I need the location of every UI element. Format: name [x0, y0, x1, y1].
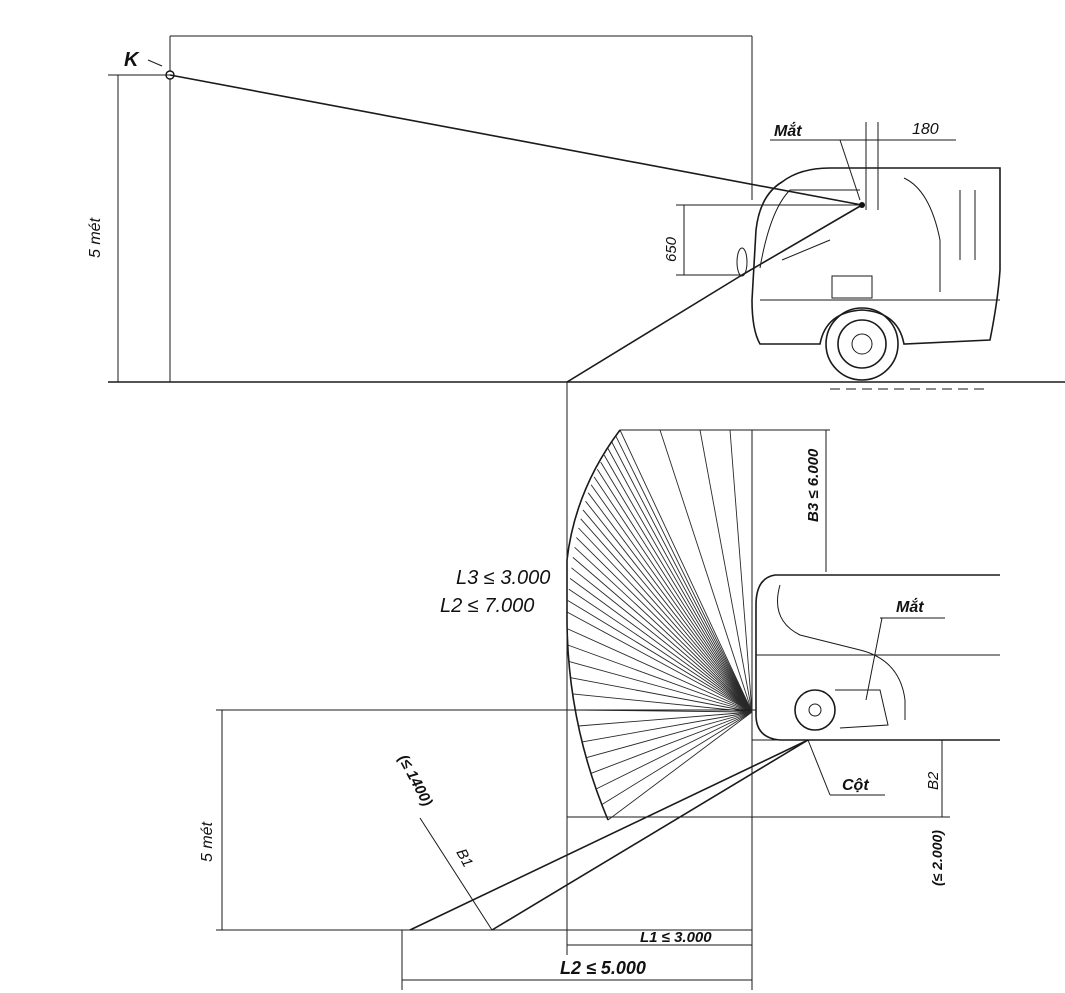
vehicle-plan-outline — [755, 574, 1000, 741]
eye-plan-label: Mắt — [896, 597, 924, 616]
fan-sight-line — [568, 588, 753, 713]
wheel-outer — [825, 307, 899, 381]
b1-limit-label: (≤ 1400) — [394, 752, 435, 809]
l1-label: L1 ≤ 3.000 — [640, 929, 712, 946]
fan-sight-line — [582, 711, 753, 743]
column-label: Cột — [842, 777, 869, 794]
fan-sight-line — [600, 461, 753, 713]
fan-outer-arc — [566, 429, 621, 821]
fan-sight-line — [566, 628, 753, 713]
fan-sight-line — [607, 711, 753, 821]
fan-sight-line — [571, 567, 753, 713]
fan-sight-line — [585, 500, 753, 713]
mirror — [736, 247, 748, 277]
fan-sight-line — [572, 557, 753, 713]
plan-view: B3 ≤ 6.000 L3 ≤ 3.000 L2 ≤ 7.000 Mắt Cột… — [199, 382, 1000, 990]
column-leader — [807, 739, 831, 796]
fan-sight-line — [593, 476, 753, 713]
fan-sight-line — [578, 527, 753, 713]
fan-sight-line — [601, 711, 753, 805]
l3-plan-label: L3 ≤ 3.000 — [456, 567, 550, 589]
seat — [831, 275, 873, 299]
b3-label: B3 ≤ 6.000 — [805, 448, 822, 522]
ray-1 — [409, 739, 809, 931]
l2-bottom-label: L2 ≤ 5.000 — [560, 958, 646, 978]
dim-180-label: 180 — [912, 121, 939, 138]
fan-sight-line — [569, 578, 753, 713]
driver-seat — [835, 689, 889, 729]
sight-line-ground — [566, 274, 743, 383]
b2-label: B2 — [925, 771, 942, 790]
rear-cabin-curve — [903, 177, 941, 292]
vehicle-side — [736, 167, 1001, 381]
fan-sight-line — [603, 454, 753, 713]
windshield — [759, 189, 860, 269]
fan-sight-line — [572, 693, 753, 713]
wheel-hub — [851, 333, 873, 355]
eye-point-side — [859, 202, 865, 208]
sight-line-k — [169, 74, 863, 206]
vehicle-body — [751, 167, 1001, 345]
l2-plan-label: L2 ≤ 7.000 — [440, 595, 534, 617]
fan-sight-line — [590, 711, 753, 774]
fan-sight-line — [659, 429, 753, 713]
fan-sight-line — [615, 435, 753, 713]
b1-dim-line — [419, 817, 493, 931]
vehicle-plan: Mắt — [755, 574, 1000, 741]
steering-column — [781, 239, 831, 261]
fan-sight-line — [567, 644, 753, 713]
fan-sight-line — [578, 711, 753, 727]
ray-2 — [491, 739, 809, 931]
k-label: K — [124, 49, 140, 71]
fan-sight-line — [699, 429, 753, 713]
fan-sight-line — [596, 469, 753, 713]
top-height-label: 5 mét — [87, 217, 104, 258]
wheel-rim — [837, 319, 887, 369]
dim-650-label: 650 — [663, 236, 680, 262]
fan-sight-line — [619, 429, 753, 713]
steering-hub — [808, 703, 822, 717]
fan-sight-line — [580, 518, 753, 713]
fan-sight-line — [570, 677, 753, 713]
b1-label: B1 — [452, 846, 476, 870]
fan-sight-line — [567, 600, 753, 713]
eye-plan-leader — [865, 617, 883, 701]
fan-sight-line — [566, 611, 753, 713]
eye-top-leader — [839, 139, 861, 201]
sight-line-eye-hood — [741, 204, 863, 276]
k-leader — [147, 59, 163, 67]
fan-sight-line — [576, 537, 753, 713]
fan-sight-line — [729, 429, 753, 713]
sight-fan — [566, 429, 753, 821]
fan-sight-line — [574, 546, 753, 713]
fan-sight-line — [586, 711, 753, 759]
side-elevation: K 5 mét 650 Mắt 180 — [87, 35, 1065, 390]
steering-wheel — [794, 689, 836, 731]
fan-sight-line — [587, 492, 753, 713]
fan-sight-line — [590, 484, 753, 713]
fan-sight-line — [611, 441, 753, 713]
fan-sight-line — [582, 509, 753, 713]
eye-top-label: Mắt — [774, 121, 802, 140]
fan-sight-line — [595, 711, 753, 790]
bottom-height-label: 5 mét — [199, 821, 216, 862]
fan-sight-line — [607, 448, 753, 713]
fan-sight-line — [568, 660, 753, 713]
b2-limit-label: (≤ 2.000) — [929, 830, 945, 886]
vehicle-plan-windshield — [777, 584, 906, 720]
